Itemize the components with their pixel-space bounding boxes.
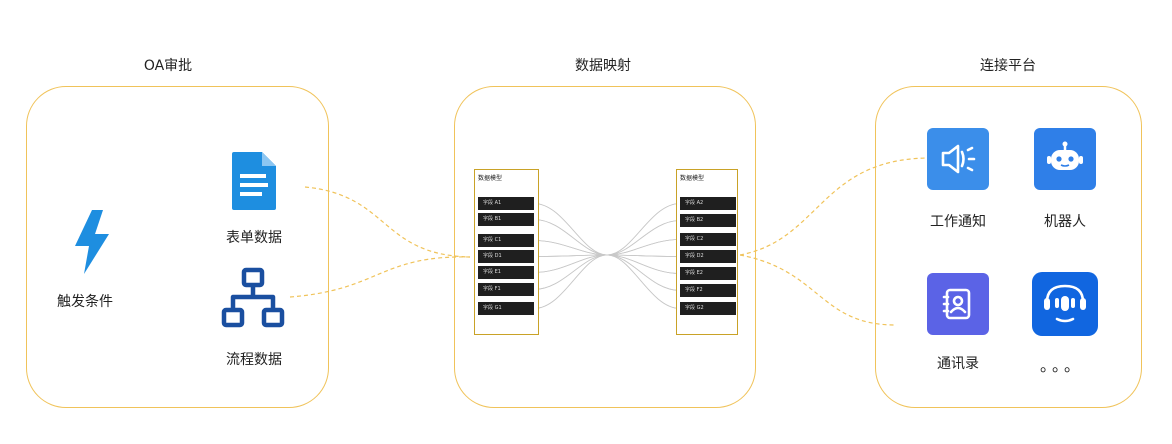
- right-field-row: 字段 G2: [680, 302, 736, 315]
- robot-label: 机器人: [1044, 214, 1086, 230]
- left-field-row: 字段 G1: [478, 302, 534, 315]
- left-field-row: 字段 D1: [478, 250, 534, 263]
- left-field-row: 字段 A1: [478, 197, 534, 210]
- document-icon: [232, 152, 276, 210]
- oa-panel: [26, 86, 329, 408]
- connect-section-title: 连接平台: [980, 58, 1036, 74]
- left-field-row: 字段 E1: [478, 266, 534, 279]
- voice-assistant-icon: [1044, 284, 1086, 323]
- robot-icon: [1047, 141, 1083, 170]
- left-field-row: 字段 F1: [478, 283, 534, 296]
- right-field-row: 字段 D2: [680, 250, 736, 263]
- contacts-tile[interactable]: [927, 273, 989, 335]
- work-notice-tile[interactable]: [927, 128, 989, 190]
- right-data-model-title: 数据模型: [680, 175, 705, 182]
- more-ellipsis: 。。。: [1040, 356, 1085, 375]
- address-book-icon: [942, 288, 971, 320]
- left-field-row: 字段 C1: [478, 234, 534, 247]
- right-field-row: 字段 B2: [680, 214, 736, 227]
- right-field-row: 字段 E2: [680, 267, 736, 280]
- connector-form-to-mapping: [304, 186, 471, 258]
- robot-tile[interactable]: [1034, 128, 1096, 190]
- right-field-row: 字段 A2: [680, 197, 736, 210]
- right-field-row: 字段 F2: [680, 284, 736, 297]
- right-field-row: 字段 C2: [680, 233, 736, 246]
- lightning-bolt-icon: [75, 210, 109, 274]
- trigger-condition-label: 触发条件: [57, 294, 113, 310]
- oa-section-title: OA审批: [143, 58, 193, 74]
- left-field-row: 字段 B1: [478, 213, 534, 226]
- connector-mapping-to-contacts: [739, 254, 896, 326]
- flow-data-label: 流程数据: [226, 352, 282, 368]
- contacts-label: 通讯录: [937, 356, 979, 372]
- speaker-icon: [941, 144, 976, 174]
- org-chart-icon: [221, 267, 285, 328]
- left-data-model-title: 数据模型: [478, 175, 503, 182]
- more-tile[interactable]: [1032, 272, 1098, 336]
- mapping-section-title: 数据映射: [575, 58, 631, 74]
- form-data-label: 表单数据: [226, 230, 282, 246]
- work-notice-label: 工作通知: [930, 214, 986, 230]
